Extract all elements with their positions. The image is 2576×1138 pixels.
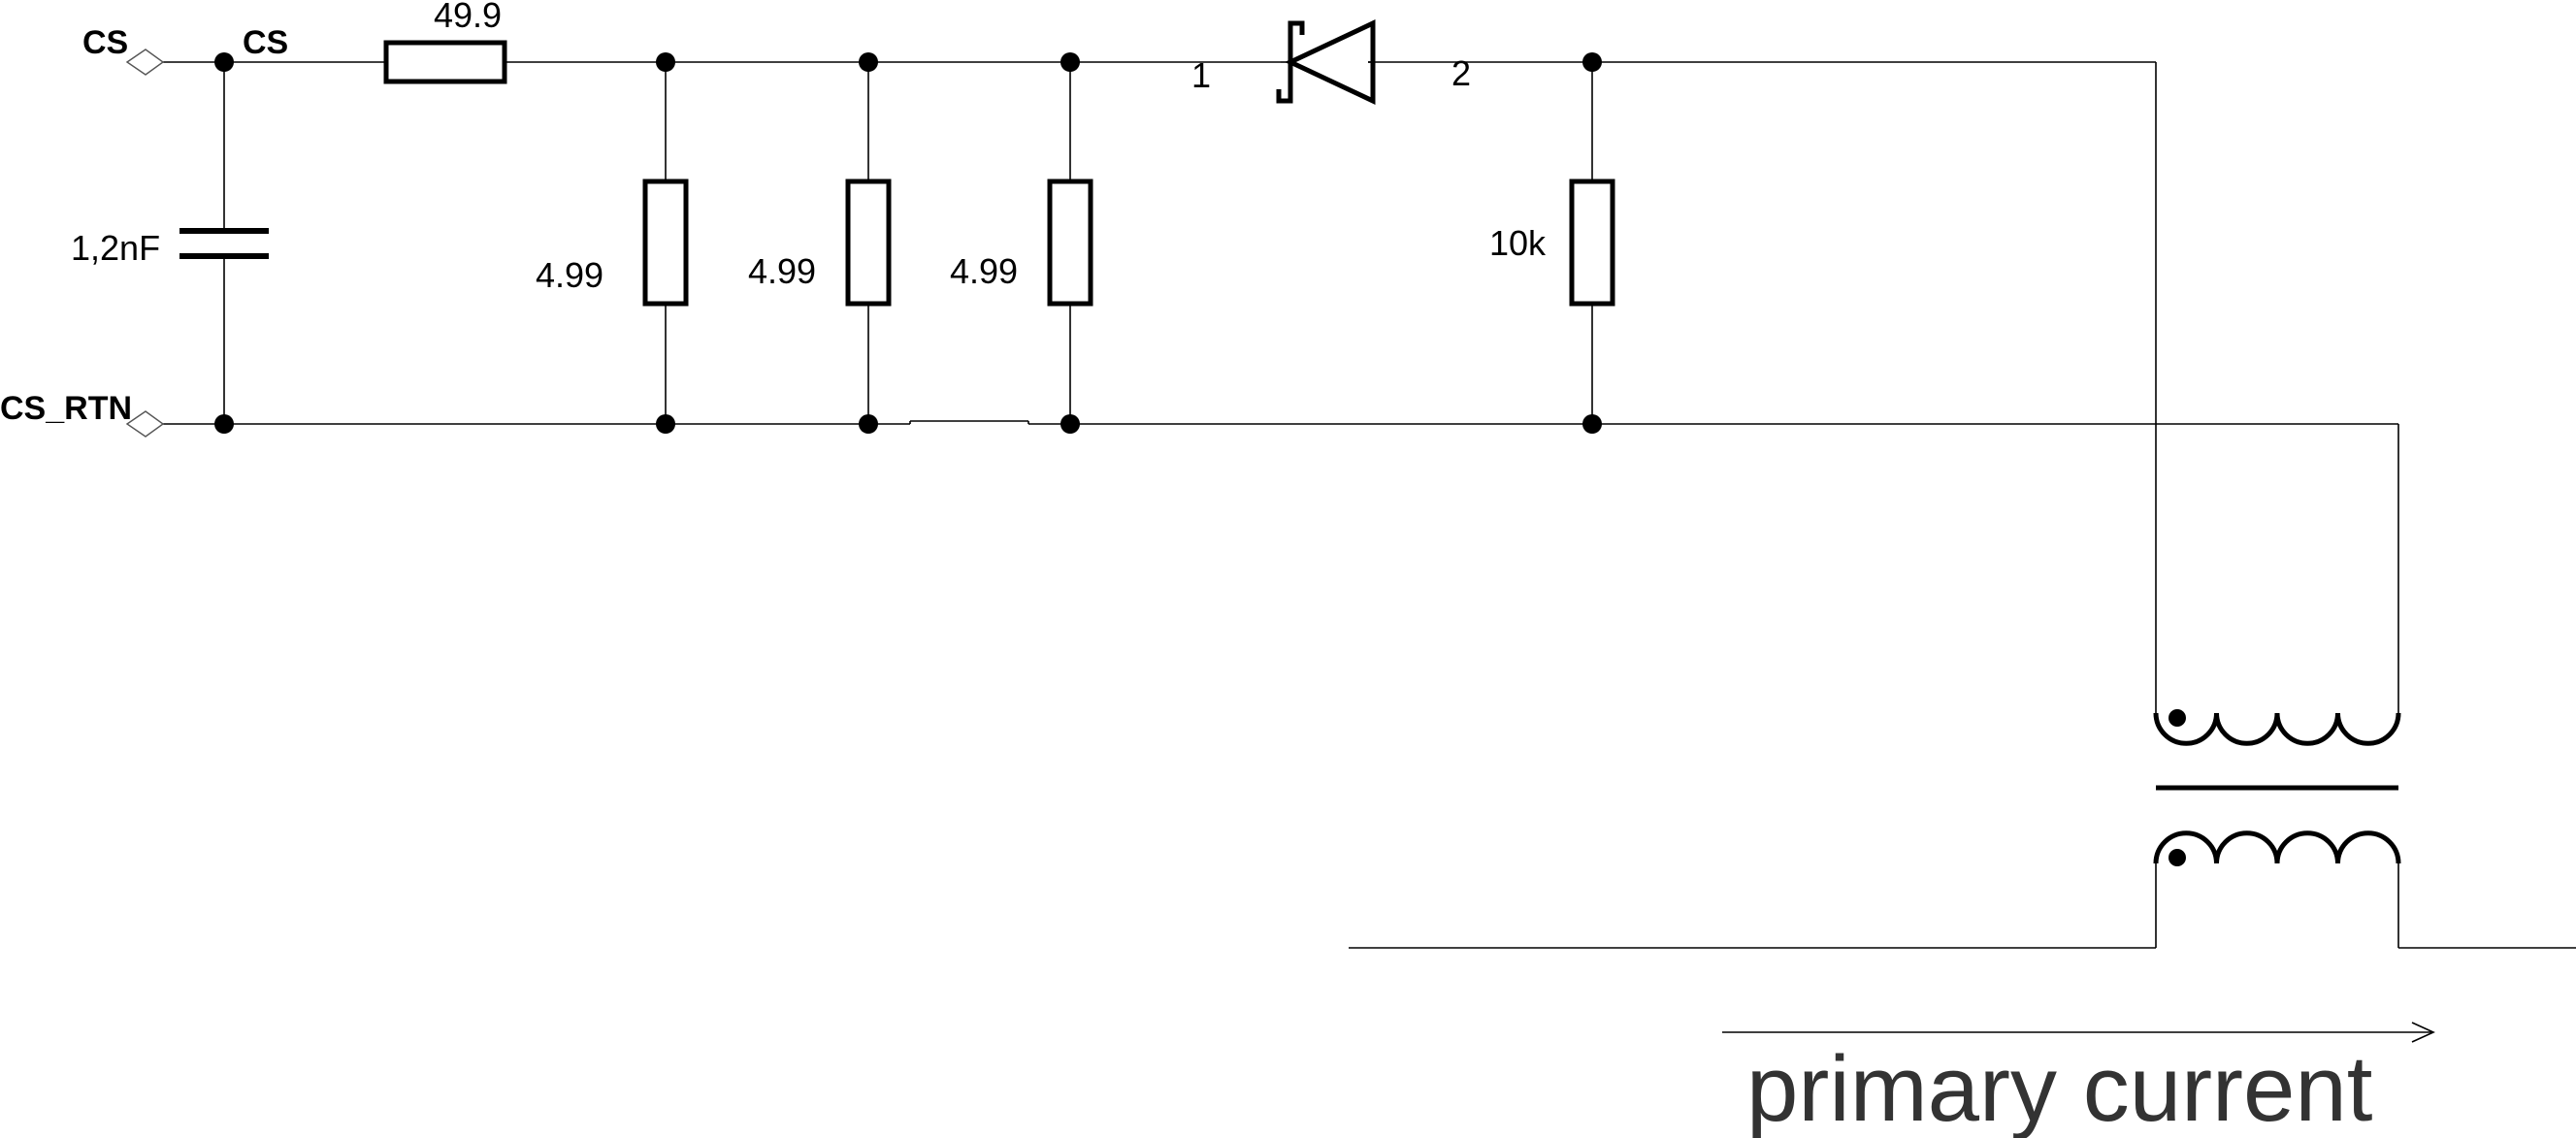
secondary-polarity-dot: [2168, 709, 2186, 727]
cs-port-label: CS: [82, 24, 128, 61]
diode-pin-1-label: 1: [1191, 55, 1211, 95]
load-resistor: [1569, 179, 1615, 307]
secondary-winding: [2153, 712, 2401, 746]
primary-current-arrow: [1722, 1022, 2435, 1043]
current-transformer: [2153, 709, 2401, 866]
wires: [163, 61, 2576, 949]
shunt-resistor-1: [642, 179, 689, 307]
junction-dot: [656, 414, 675, 434]
diode-pin-2-label: 2: [1451, 53, 1471, 93]
cs-rtn-port-label: CS_RTN: [0, 390, 132, 427]
primary-polarity-dot: [2168, 849, 2186, 866]
shunt-resistor-3: [1047, 179, 1093, 307]
capacitor-value: 1,2nF: [71, 228, 160, 268]
primary-winding: [2153, 830, 2401, 864]
series-resistor-value: 49.9: [434, 0, 502, 35]
junctions: [214, 52, 1602, 434]
shunt-resistor-1-value: 4.99: [536, 255, 603, 295]
junction-dot: [859, 414, 878, 434]
shunt-resistor-2-value: 4.99: [748, 251, 816, 291]
load-resistor-value: 10k: [1489, 223, 1547, 263]
shunt-resistor-3-value: 4.99: [950, 251, 1018, 291]
cs-port[interactable]: [125, 49, 165, 76]
cs-net-label: CS: [243, 24, 288, 61]
junction-dot: [214, 52, 234, 72]
junction-dot: [1582, 414, 1602, 434]
cs-rtn-port[interactable]: [125, 410, 165, 438]
capacitor: [179, 228, 269, 259]
junction-dot: [1060, 52, 1080, 72]
junction-dot: [859, 52, 878, 72]
junction-dot: [656, 52, 675, 72]
junction-dot: [1060, 414, 1080, 434]
series-resistor: [383, 40, 507, 84]
junction-dot: [1582, 52, 1602, 72]
schottky-diode: [1276, 19, 1376, 105]
shunt-resistor-2: [845, 179, 892, 307]
primary-current-label: primary current: [1746, 1037, 2372, 1138]
junction-dot: [214, 414, 234, 434]
